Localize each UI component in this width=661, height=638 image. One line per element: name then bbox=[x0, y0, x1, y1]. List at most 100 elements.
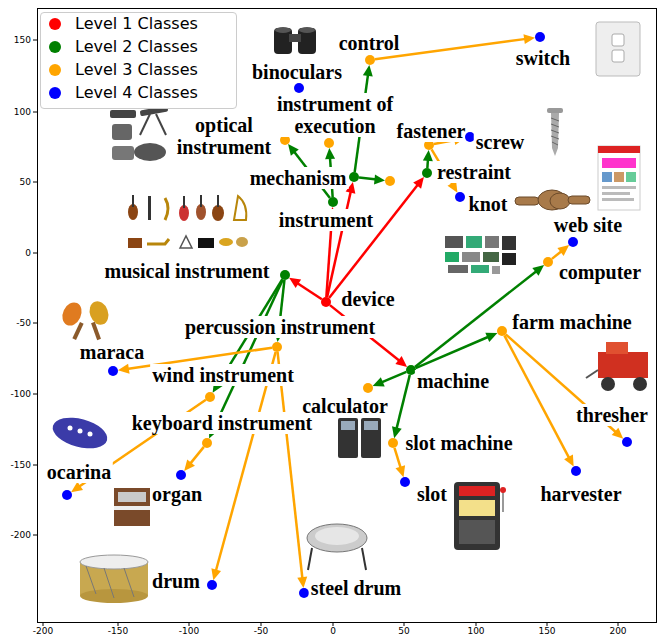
tick-label: 100 bbox=[467, 626, 484, 636]
class-point: harvester bbox=[571, 466, 581, 476]
class-label: maraca bbox=[78, 341, 146, 363]
tick-label: -100 bbox=[179, 626, 199, 636]
class-point: fastener bbox=[424, 140, 434, 150]
class-point: wind instrument bbox=[205, 392, 215, 402]
class-point: slot machine bbox=[388, 438, 398, 448]
class-point: computer bbox=[543, 257, 553, 267]
hierarchy-arrow bbox=[392, 375, 410, 438]
class-point: web site bbox=[568, 237, 578, 247]
steel-drum-icon bbox=[307, 524, 367, 570]
hierarchy-arrow bbox=[278, 352, 308, 588]
class-label: knot bbox=[467, 193, 510, 215]
class-label: switch bbox=[514, 47, 572, 69]
class-point: instrument of execution bbox=[324, 138, 334, 148]
legend-box: Level 1 ClassesLevel 2 ClassesLevel 3 Cl… bbox=[40, 12, 237, 109]
class-label: percussion instrument bbox=[183, 316, 377, 338]
optical-instruments-icon bbox=[110, 106, 168, 161]
tick-label: 0 bbox=[25, 248, 31, 258]
class-label: musical instrument bbox=[103, 260, 272, 282]
tick-label: -50 bbox=[16, 318, 31, 328]
class-label: slot machine bbox=[403, 432, 514, 454]
class-label: keyboard instrument bbox=[130, 412, 315, 434]
axes-frame bbox=[38, 9, 657, 623]
legend-row: Level 1 Classes bbox=[49, 13, 198, 35]
computer-icon bbox=[445, 236, 516, 274]
class-point: device bbox=[321, 297, 331, 307]
class-point: instrument bbox=[328, 197, 338, 207]
drum-icon bbox=[80, 555, 148, 603]
legend-text: Level 3 Classes bbox=[75, 59, 198, 81]
hierarchy-arrow bbox=[552, 245, 569, 259]
class-point: ocarina bbox=[62, 490, 72, 500]
hierarchy-arrow bbox=[423, 150, 433, 168]
class-point: organ bbox=[176, 470, 186, 480]
ocarina-icon bbox=[49, 412, 110, 454]
legend-text: Level 1 Classes bbox=[75, 13, 198, 35]
screw-icon bbox=[547, 108, 563, 156]
class-label: mechanism bbox=[248, 167, 349, 189]
legend-text: Level 2 Classes bbox=[75, 36, 198, 58]
musical-instruments-icon bbox=[128, 195, 248, 248]
tick-label: -50 bbox=[254, 626, 269, 636]
class-label: harvester bbox=[538, 483, 623, 505]
tick-label: -150 bbox=[108, 626, 128, 636]
extra-point bbox=[359, 174, 395, 186]
tick-label: -150 bbox=[11, 460, 31, 470]
hierarchy-arrow bbox=[373, 372, 407, 387]
tick-marks bbox=[33, 40, 618, 626]
website-icon bbox=[598, 146, 640, 210]
tick-label: 50 bbox=[20, 177, 31, 187]
hierarchy-arrow bbox=[504, 335, 573, 466]
tick-label: 100 bbox=[14, 107, 31, 117]
class-label: calculator bbox=[300, 395, 390, 417]
class-label: instrument bbox=[277, 209, 375, 231]
class-point: keyboard instrument bbox=[202, 438, 212, 448]
tick-label: -100 bbox=[11, 389, 31, 399]
class-point: thresher bbox=[622, 437, 632, 447]
class-label: drum bbox=[150, 570, 202, 592]
legend-swatch bbox=[49, 41, 61, 53]
hierarchy-arrow bbox=[327, 182, 355, 297]
class-label: binoculars bbox=[250, 61, 344, 83]
class-label: fastener bbox=[395, 120, 468, 142]
class-label: device bbox=[339, 288, 396, 310]
organ-icon bbox=[114, 488, 150, 526]
binoculars-icon bbox=[274, 27, 316, 54]
class-label: control bbox=[337, 32, 402, 54]
tick-label: 0 bbox=[330, 626, 336, 636]
hierarchy-arrow bbox=[184, 447, 204, 471]
class-point: musical instrument bbox=[280, 270, 290, 280]
slot-machine-icon bbox=[454, 482, 506, 550]
class-point: mechanism bbox=[349, 172, 359, 182]
class-point: maraca bbox=[108, 366, 118, 376]
class-point: screw bbox=[465, 132, 475, 142]
class-label: slot bbox=[415, 483, 449, 505]
class-point: restraint bbox=[422, 168, 432, 178]
class-label: organ bbox=[150, 483, 204, 505]
tick-label: 150 bbox=[538, 626, 555, 636]
tick-label: -200 bbox=[33, 626, 53, 636]
class-label: machine bbox=[415, 370, 491, 392]
tick-label: -200 bbox=[11, 530, 31, 540]
class-point: farm machine bbox=[497, 326, 507, 336]
class-point: calculator bbox=[363, 383, 373, 393]
class-label: web site bbox=[552, 214, 624, 236]
class-point: binoculars bbox=[294, 83, 304, 93]
knot-icon bbox=[515, 190, 590, 210]
calculator-icon bbox=[338, 418, 381, 458]
class-point: switch bbox=[535, 32, 545, 42]
class-label: instrument of execution bbox=[269, 93, 401, 137]
class-label: optical instrument bbox=[175, 114, 273, 158]
class-point: drum bbox=[207, 580, 217, 590]
tick-label: 50 bbox=[398, 626, 409, 636]
class-point: machine bbox=[406, 365, 416, 375]
legend-swatch bbox=[49, 18, 61, 30]
legend-row: Level 2 Classes bbox=[49, 36, 198, 58]
class-label: steel drum bbox=[309, 577, 404, 599]
class-point: knot bbox=[455, 192, 465, 202]
hierarchy-arrow bbox=[416, 333, 498, 368]
class-point: steel drum bbox=[299, 588, 309, 598]
class-point: control bbox=[365, 55, 375, 65]
class-point: slot bbox=[400, 477, 410, 487]
